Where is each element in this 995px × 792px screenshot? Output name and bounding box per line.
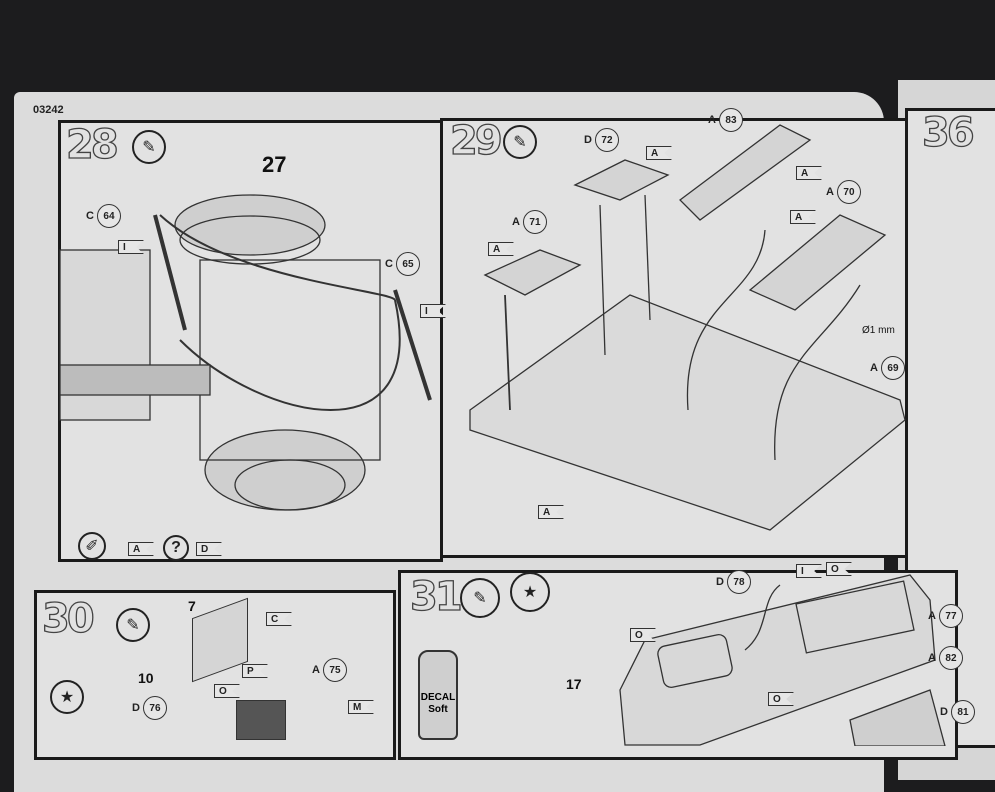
seat-part: [236, 700, 286, 740]
part-number: 81: [950, 700, 975, 724]
color-flag-o: O: [768, 692, 794, 706]
part-letter: D: [716, 576, 724, 588]
glue-icon: ✎: [116, 608, 150, 642]
part-number: 76: [142, 696, 167, 720]
part-number: 78: [726, 570, 751, 594]
step-36-number: 36: [921, 109, 975, 156]
part-number: 69: [880, 356, 905, 380]
drill-size: Ø1 mm: [862, 325, 895, 336]
part-number: 64: [96, 204, 121, 228]
question-icon: ?: [163, 535, 189, 561]
glue-icon: ✎: [132, 130, 166, 164]
color-flag-p: P: [242, 664, 268, 678]
part-number: 77: [938, 604, 963, 628]
step-31-number: 31: [409, 573, 463, 620]
part-letter: A: [928, 652, 936, 664]
part-number: 71: [522, 210, 547, 234]
part-number: 65: [395, 252, 420, 276]
part-letter: A: [928, 610, 936, 622]
part-letter: A: [870, 362, 878, 374]
part-letter: C: [385, 258, 393, 270]
part-number: 70: [836, 180, 861, 204]
part-letter: D: [132, 702, 140, 714]
part-number: 72: [594, 128, 619, 152]
glue-icon: ✎: [503, 125, 537, 159]
line-art-drawings: [59, 124, 946, 746]
color-flag-a: A: [128, 542, 154, 556]
decal-sublabel: Soft: [428, 704, 448, 715]
step-28-number: 28: [65, 121, 119, 168]
part-letter: A: [312, 664, 320, 676]
step-30-number: 30: [41, 595, 95, 642]
part-number: 75: [322, 658, 347, 682]
decal-label: DECAL: [420, 692, 456, 703]
color-flag-d: D: [196, 542, 222, 556]
part-number: 83: [718, 108, 743, 132]
color-flag-a: A: [796, 166, 822, 180]
part-letter: A: [826, 186, 834, 198]
color-flag-o: O: [826, 562, 852, 576]
step-29-number: 29: [449, 117, 503, 164]
paintbrush-icon: ✐: [78, 532, 106, 560]
part-letter: C: [86, 210, 94, 222]
subassembly-27: 27: [262, 152, 287, 177]
glue-icon: ✎: [460, 578, 500, 618]
part-letter: D: [584, 134, 592, 146]
decal-water-icon: ★: [510, 572, 550, 612]
color-flag-i: I: [420, 304, 446, 318]
page-code: 03242: [33, 104, 64, 116]
label-10: 10: [138, 670, 154, 686]
label-7: 7: [188, 598, 196, 614]
part-number: 82: [938, 646, 963, 670]
part-letter: A: [512, 216, 520, 228]
part-letter: A: [708, 114, 716, 126]
part-letter: D: [940, 706, 948, 718]
color-flag-c: C: [266, 612, 292, 626]
decal-water-icon: ★: [50, 680, 84, 714]
subassembly-17: 17: [566, 676, 582, 692]
